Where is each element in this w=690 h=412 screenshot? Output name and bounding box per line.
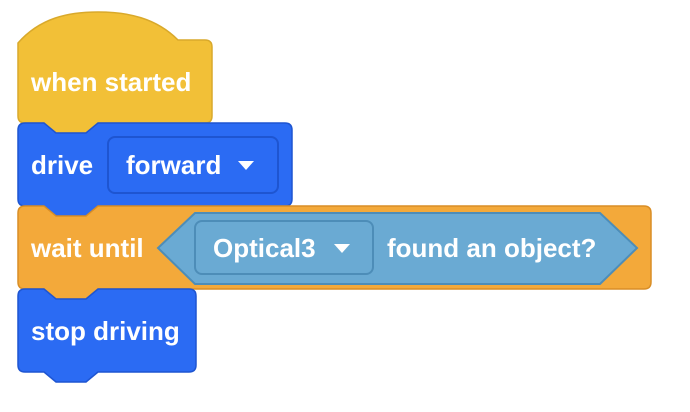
optical-sensor-value: Optical3	[213, 233, 316, 263]
wait-until-block[interactable]: wait until Optical3 found an object?	[17, 205, 652, 300]
caret-down-icon	[334, 244, 350, 253]
drive-direction-value: forward	[126, 150, 221, 180]
caret-down-icon	[238, 161, 254, 170]
drive-direction-dropdown[interactable]: forward	[107, 136, 279, 194]
optical-found-object-condition[interactable]: Optical3 found an object?	[156, 212, 639, 285]
optical-sensor-dropdown[interactable]: Optical3	[194, 220, 374, 275]
drive-block[interactable]: drive forward	[17, 122, 293, 217]
wait-until-label: wait until	[30, 233, 144, 263]
stop-driving-label: stop driving	[31, 316, 180, 346]
drive-label: drive	[31, 150, 93, 180]
found-object-label: found an object?	[387, 233, 596, 263]
stop-driving-block[interactable]: stop driving	[17, 288, 197, 383]
when-started-label: when started	[30, 67, 191, 97]
when-started-block[interactable]: when started	[17, 11, 213, 134]
